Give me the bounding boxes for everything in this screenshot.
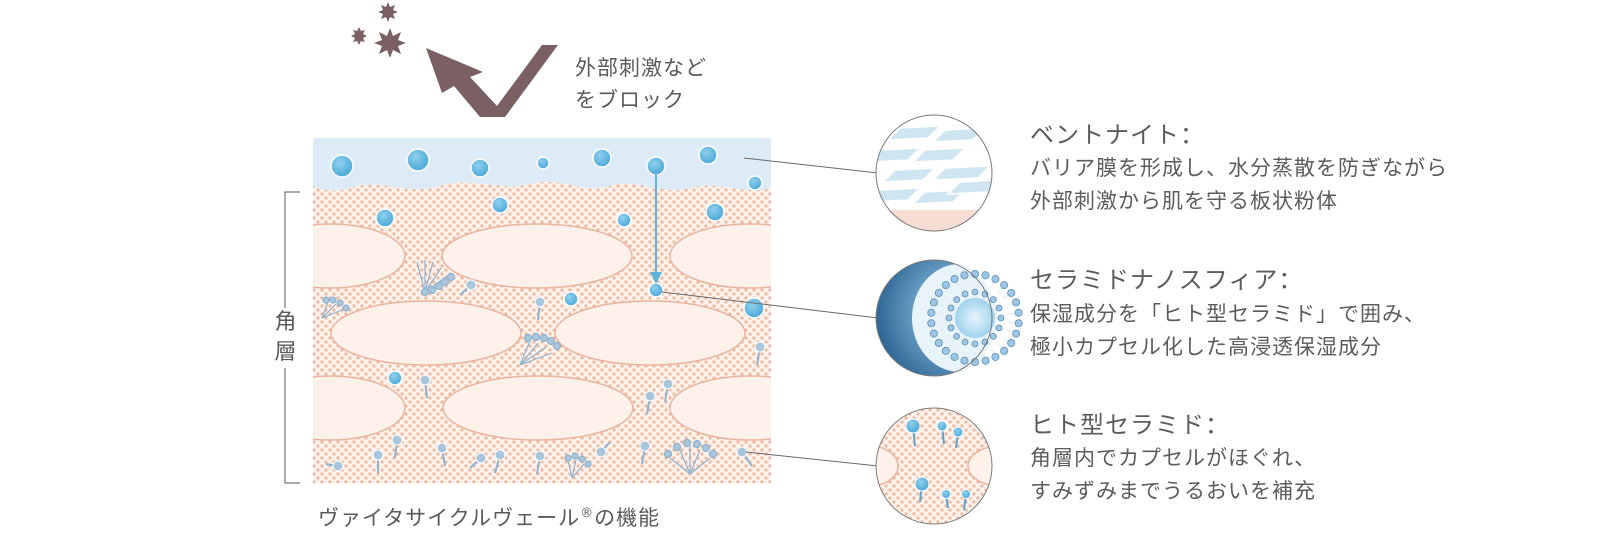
- block-text: 外部刺激など をブロック: [575, 52, 707, 116]
- lipid-head: [1014, 319, 1023, 328]
- caption-suffix: の機能: [594, 506, 661, 530]
- lipid-head: [950, 275, 959, 284]
- ceramide-molecules: [325, 279, 766, 475]
- lipid-head: [971, 340, 979, 348]
- lipid-head: [953, 332, 961, 340]
- callout-title-bentonite: ベントナイト：: [1030, 121, 1205, 149]
- callout-desc-ceramide: 角層内でカプセルがほぐれ、 すみずみまでうるおいを補充: [1030, 442, 1316, 508]
- lipid-head: [953, 296, 961, 304]
- lipid-head: [947, 324, 955, 332]
- lipid-head: [929, 329, 938, 338]
- pathogen-icons: [351, 2, 406, 58]
- lipid-head: [960, 271, 969, 280]
- callout-desc-bentonite: バリア膜を形成し、水分蒸散を防ぎながら 外部刺激から肌を守る板状粉体: [1030, 152, 1448, 218]
- bentonite-callout-circle: [875, 114, 993, 232]
- callout-title-nanosphere: セラミドナノスフィア：: [1030, 266, 1304, 294]
- lipid-head: [997, 314, 1005, 322]
- callout-desc-line: 角層内でカプセルがほぐれ、: [1030, 446, 1317, 470]
- diagram-caption: ヴァイタサイクルヴェール®の機能: [318, 502, 660, 532]
- corneocyte-cells: [313, 223, 771, 441]
- lipid-head: [929, 298, 938, 307]
- lipid-head: [927, 308, 936, 317]
- lipid-head: [981, 356, 990, 365]
- lipid-head: [941, 346, 950, 355]
- lipid-head: [945, 314, 953, 322]
- lipid-head: [1012, 329, 1021, 338]
- side-label-line2: 層: [274, 340, 298, 365]
- lipid-head: [995, 304, 1003, 312]
- side-label-line1: 角: [274, 310, 298, 335]
- caption-text: ヴァイタサイクルヴェール: [318, 506, 581, 530]
- callout-desc-line: すみずみまでうるおいを補充: [1030, 479, 1316, 503]
- lipid-head: [961, 290, 969, 298]
- lipid-head: [934, 289, 943, 298]
- lipid-head: [1000, 281, 1009, 290]
- lipid-head: [950, 352, 959, 361]
- callout-desc-line: 保湿成分を「ヒト型セラミド」で囲み、: [1030, 302, 1426, 326]
- ceramide-callout-circle: [875, 407, 993, 525]
- callout-desc-line: バリア膜を形成し、水分蒸散を防ぎながら: [1030, 156, 1448, 180]
- lipid-head: [1012, 298, 1021, 307]
- ceramide-clusters: [321, 260, 718, 479]
- lipid-head: [960, 356, 969, 365]
- lipid-head: [981, 271, 990, 280]
- lipid-head: [934, 338, 943, 347]
- pathogen-icon-small: [351, 27, 367, 45]
- callout-desc-line: 外部刺激から肌を守る板状粉体: [1030, 189, 1338, 213]
- callout-desc-nanosphere: 保湿成分を「ヒト型セラミド」で囲み、 極小カプセル化した高浸透保湿成分: [1030, 298, 1426, 364]
- lipid-head: [1000, 346, 1009, 355]
- lipid-head: [1007, 289, 1016, 298]
- lipid-head: [989, 296, 997, 304]
- lipid-head: [947, 304, 955, 312]
- block-arrow: [426, 45, 558, 117]
- stratum-corneum-block: [313, 138, 771, 483]
- callout-title-ceramide: ヒト型セラミド：: [1030, 411, 1230, 439]
- lipid-head: [1014, 308, 1023, 317]
- lipid-head: [1007, 338, 1016, 347]
- registered-mark: ®: [580, 506, 595, 521]
- pathogen-icon-large: [374, 28, 406, 58]
- lipid-head: [941, 281, 950, 290]
- lipid-head: [991, 275, 1000, 284]
- nanosphere-callout-circle: [875, 259, 1023, 377]
- pathogen-icon-top: [378, 2, 398, 22]
- lipid-head: [995, 324, 1003, 332]
- block-text-line1: 外部刺激など: [575, 56, 707, 80]
- lipid-head: [991, 352, 1000, 361]
- lipid-head: [989, 332, 997, 340]
- lipid-head: [961, 338, 969, 346]
- callout-desc-line: 極小カプセル化した高浸透保湿成分: [1030, 335, 1382, 359]
- side-label: 角 層: [271, 308, 301, 368]
- lipid-head: [971, 288, 979, 296]
- moisture-droplets: [330, 145, 765, 386]
- penetration-arrow: [650, 170, 662, 284]
- block-text-line2: をブロック: [575, 88, 685, 112]
- leader-lines: [661, 157, 879, 467]
- lipid-head: [927, 319, 936, 328]
